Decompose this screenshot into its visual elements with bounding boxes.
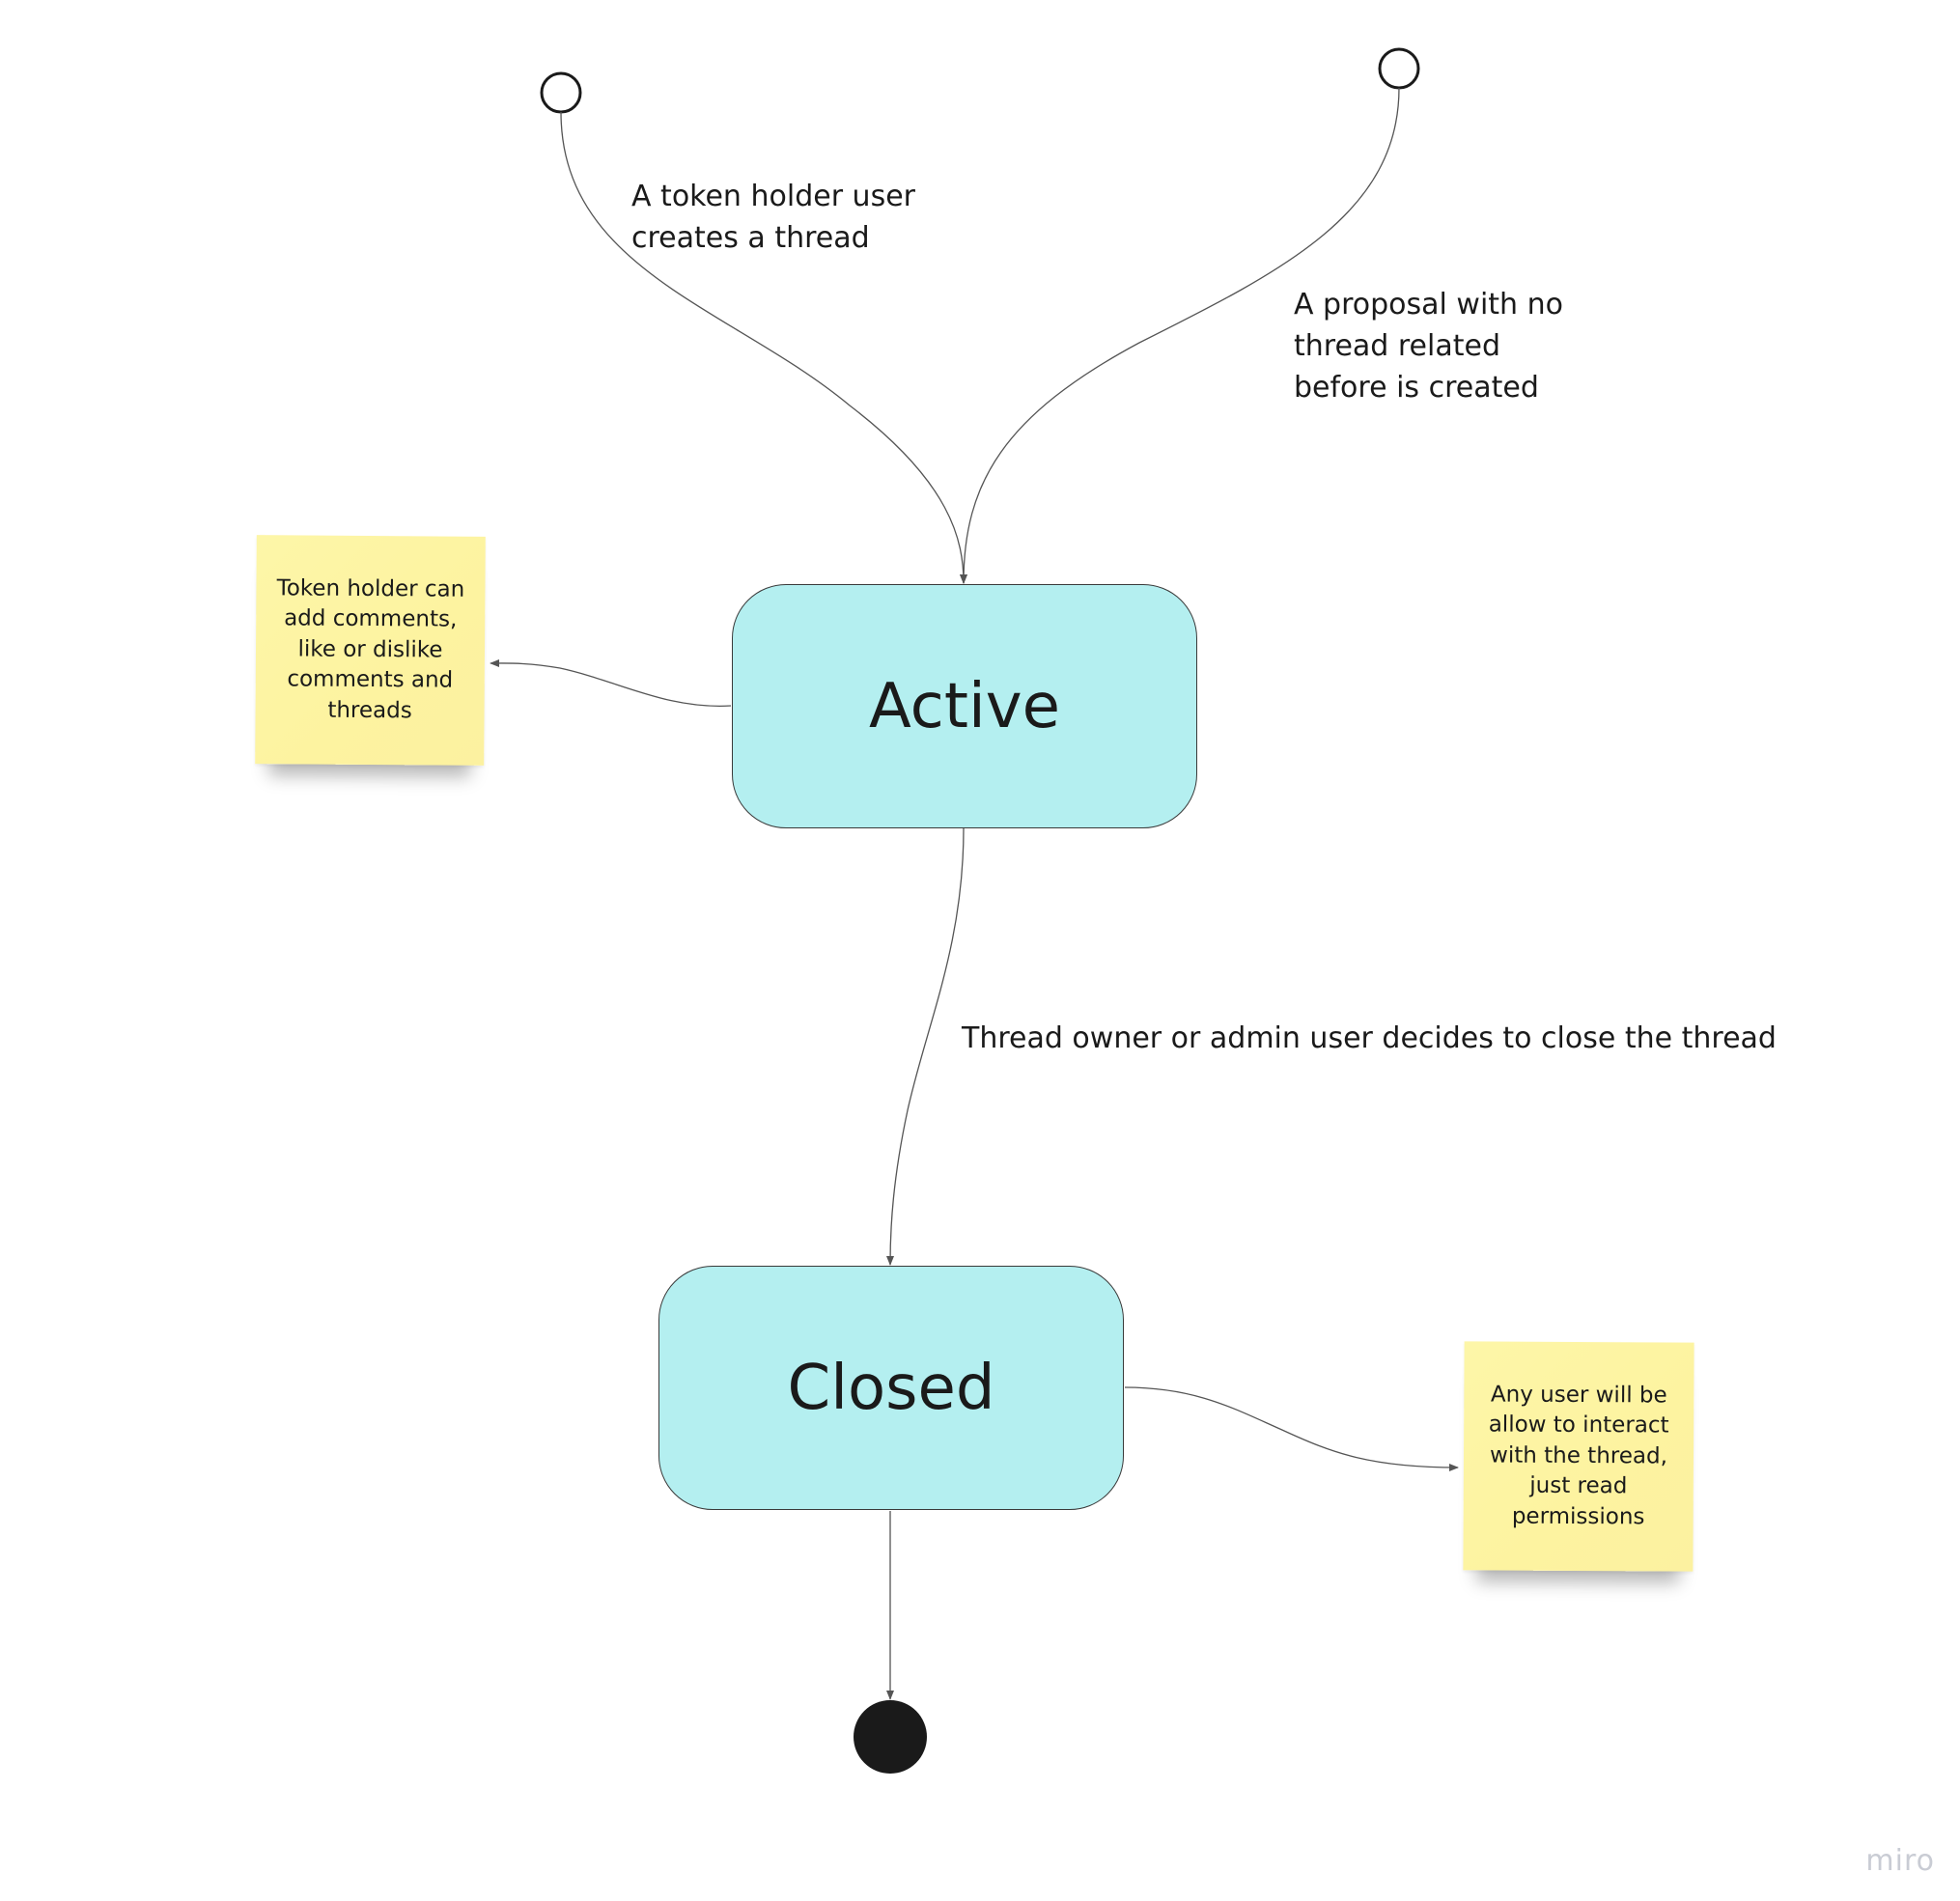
state-active-label: Active [869, 670, 1060, 742]
miro-watermark: miro [1865, 1844, 1935, 1878]
start-node-token-holder [540, 71, 582, 114]
sticky-note-closed[interactable]: Any user will be allow to interact with … [1463, 1341, 1694, 1572]
state-closed-label: Closed [787, 1352, 995, 1424]
connector-active-to-note [490, 658, 732, 708]
state-active[interactable]: Active [732, 584, 1197, 828]
start-node-proposal [1378, 47, 1420, 90]
state-closed[interactable]: Closed [658, 1266, 1124, 1510]
sticky-note-active-text: Token holder can add comments, like or d… [276, 575, 465, 724]
transition-label-proposal: A proposal with no thread related before… [1294, 288, 1563, 405]
transition-active-to-closed [886, 827, 965, 1266]
sticky-note-active[interactable]: Token holder can add comments, like or d… [255, 535, 486, 766]
transition-label-close: Thread owner or admin user decides to cl… [962, 1021, 1777, 1055]
sticky-note-closed-text: Any user will be allow to interact with … [1488, 1382, 1669, 1530]
connector-closed-to-note [1124, 1386, 1459, 1471]
transition-label-token-holder: A token holder user creates a thread [631, 180, 915, 255]
end-node [854, 1700, 927, 1774]
